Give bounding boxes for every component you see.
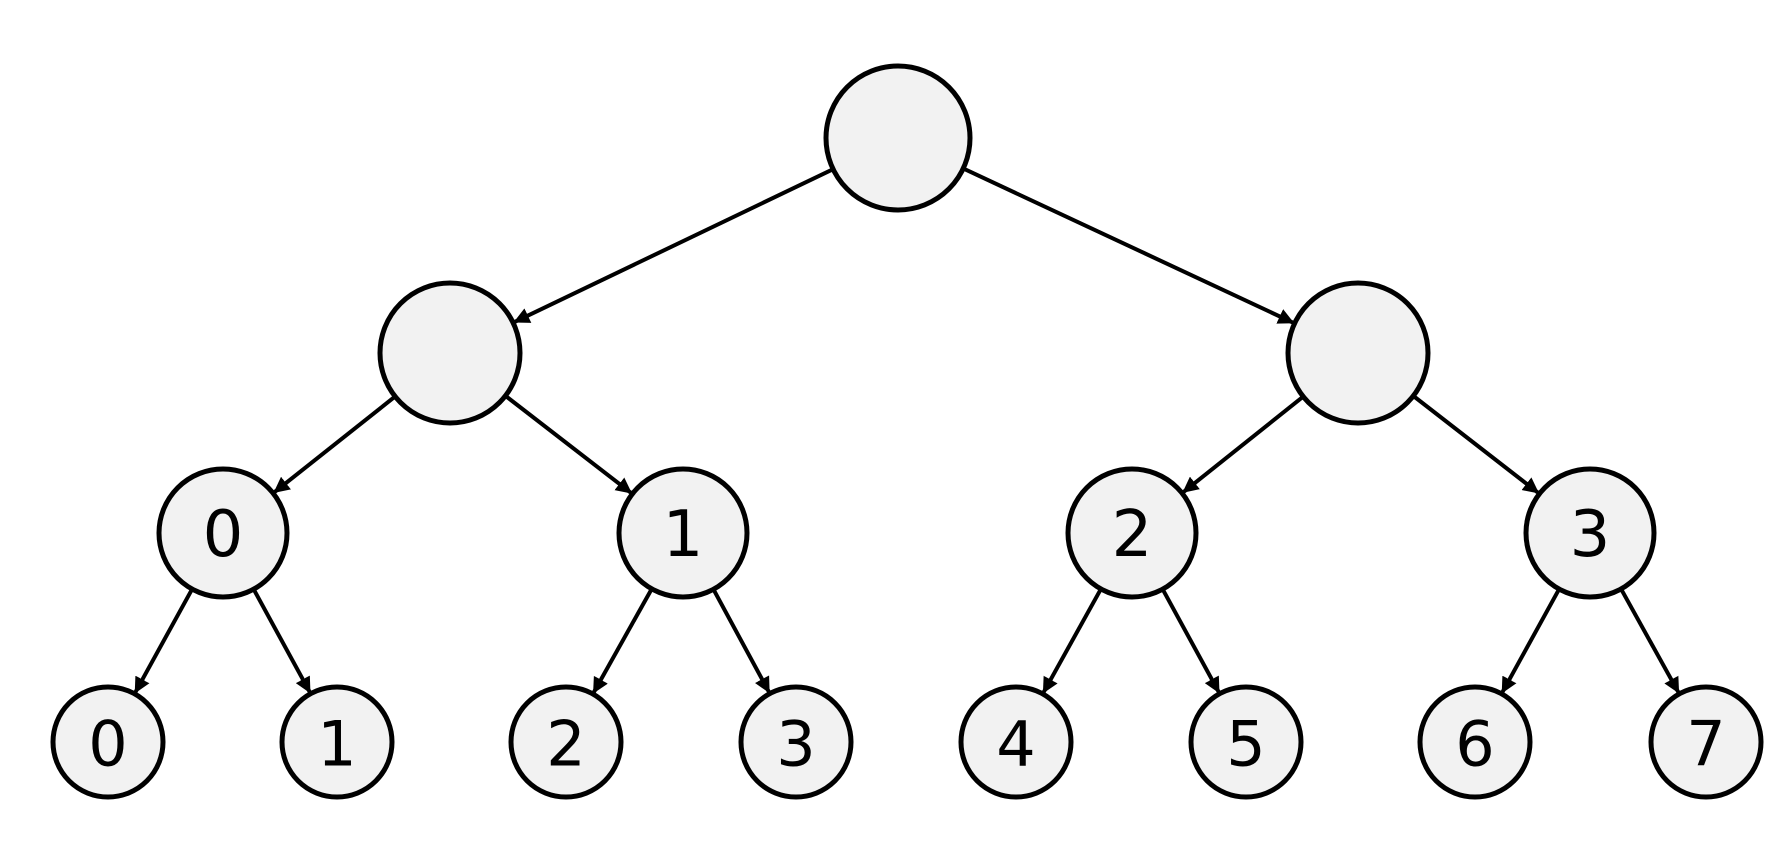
- tree-nodes: 0 1 2 3 0 1 2 3 4 5 6 7: [50, 63, 1764, 800]
- tree-node: 1: [616, 466, 750, 600]
- tree-node: 0: [156, 466, 290, 600]
- tree-node-circle: [1188, 684, 1304, 800]
- tree-node-circle: [156, 466, 290, 600]
- tree-node-circle: [1417, 684, 1533, 800]
- tree-node-label: 4: [996, 708, 1035, 781]
- tree-node-label: 7: [1686, 708, 1725, 781]
- tree-node-circle: [823, 63, 973, 213]
- tree-node-label: 3: [776, 708, 815, 781]
- tree-node-label: 2: [1112, 498, 1153, 572]
- tree-node: [823, 63, 973, 213]
- tree-node-circle: [1285, 280, 1431, 426]
- tree-edge-arrow: [1500, 589, 1560, 694]
- tree-node: [377, 280, 523, 426]
- tree-edge-arrow: [964, 167, 1295, 325]
- tree-node-label: 1: [317, 708, 356, 781]
- tree-node-label: 6: [1455, 708, 1494, 781]
- tree-node: [1285, 280, 1431, 426]
- tree-edge-arrow: [513, 168, 833, 324]
- tree-node: 1: [279, 684, 395, 800]
- tree-node-label: 0: [88, 708, 127, 781]
- tree-node-circle: [279, 684, 395, 800]
- tree-node-circle: [738, 684, 854, 800]
- tree-edge-arrow: [1620, 589, 1681, 694]
- tree-edge-arrow: [1161, 589, 1221, 694]
- tree-node: 3: [738, 684, 854, 800]
- tree-node-label: 0: [203, 498, 244, 572]
- tree-edge-arrow: [505, 395, 633, 495]
- tree-edge-arrow: [1413, 395, 1540, 495]
- tree-node-label: 5: [1226, 708, 1265, 781]
- tree-edge-arrow: [1182, 396, 1303, 494]
- tree-edge-arrow: [712, 590, 771, 694]
- tree-node: 3: [1523, 466, 1657, 600]
- tree-node: 2: [508, 684, 624, 800]
- tree-node-label: 2: [546, 708, 585, 781]
- tree-edge-arrow: [1041, 589, 1102, 694]
- tree-node-circle: [377, 280, 523, 426]
- tree-node-circle: [50, 684, 166, 800]
- tree-node-label: 1: [663, 498, 704, 572]
- tree-node: 5: [1188, 684, 1304, 800]
- tree-node: 4: [958, 684, 1074, 800]
- tree-edges: [133, 167, 1681, 694]
- tree-node: 0: [50, 684, 166, 800]
- tree-node: 7: [1648, 684, 1764, 800]
- tree-node: 2: [1065, 466, 1199, 600]
- tree-node-circle: [958, 684, 1074, 800]
- tree-node-circle: [1648, 684, 1764, 800]
- tree-node-circle: [508, 684, 624, 800]
- tree-node-circle: [616, 466, 750, 600]
- tree-node-circle: [1523, 466, 1657, 600]
- tree-node-circle: [1065, 466, 1199, 600]
- tree-edge-arrow: [592, 589, 653, 694]
- tree-node-label: 3: [1570, 498, 1611, 572]
- tree-edge-arrow: [273, 396, 395, 494]
- tree-edge-arrow: [133, 589, 193, 694]
- tree-edge-arrow: [252, 589, 312, 694]
- tree-node: 6: [1417, 684, 1533, 800]
